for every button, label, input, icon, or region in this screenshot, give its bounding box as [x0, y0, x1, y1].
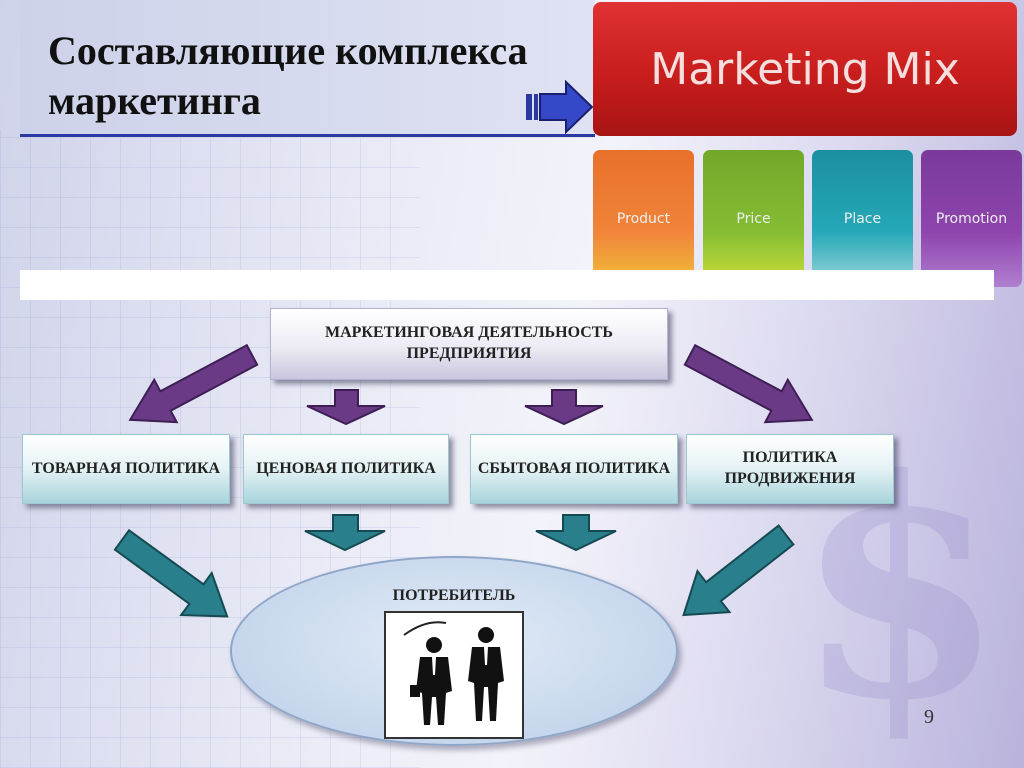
sales-policy-box: СБЫТОВАЯ ПОЛИТИКА	[470, 434, 678, 504]
page-title: Составляющие комплекса маркетинга	[48, 28, 528, 123]
people-image-frame	[384, 611, 524, 739]
price-policy-box: ЦЕНОВАЯ ПОЛИТИКА	[243, 434, 449, 504]
mix-tile-place: Place	[812, 150, 913, 287]
two-businessmen-silhouette-icon	[403, 621, 504, 725]
product-policy-box: ТОВАРНАЯ ПОЛИТИКА	[22, 434, 230, 504]
marketing-mix-banner: Marketing Mix	[593, 2, 1017, 136]
arrow-main-to-promo	[683, 343, 814, 424]
arrow-price-to-consumer	[304, 514, 386, 552]
arrow-sales-to-consumer	[535, 514, 617, 552]
mix-tile-product: Product	[593, 150, 694, 287]
page-number: 9	[924, 706, 934, 728]
arrow-right-icon	[526, 79, 594, 135]
consumer-label: ПОТРЕБИТЕЛЬ	[392, 587, 516, 604]
arrow-main-to-price	[306, 389, 386, 426]
arrow-main-to-sales	[524, 389, 604, 426]
mix-tile-promotion: Promotion	[921, 150, 1022, 287]
separator-band	[20, 270, 994, 300]
enterprise-marketing-box: МАРКЕТИНГОВАЯ ДЕЯТЕЛЬНОСТЬ ПРЕДПРИЯТИЯ	[270, 308, 668, 380]
mix-tile-price: Price	[703, 150, 804, 287]
arrow-main-to-product	[128, 343, 259, 424]
arrow-product-to-consumer	[113, 528, 229, 618]
arrow-promo-to-consumer	[682, 524, 795, 617]
promotion-policy-box: ПОЛИТИКА ПРОДВИЖЕНИЯ	[686, 434, 894, 504]
title-band	[20, 0, 595, 138]
title-underline	[20, 134, 595, 137]
